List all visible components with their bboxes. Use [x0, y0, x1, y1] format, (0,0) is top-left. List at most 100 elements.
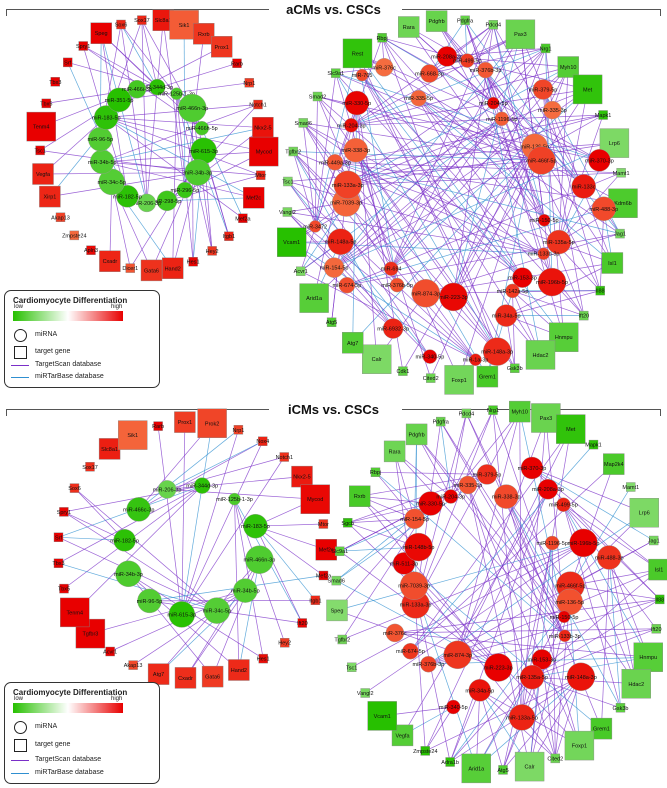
gene-label-met: Met: [566, 427, 576, 433]
gene-label-slc8a1: Slc8a1: [155, 18, 172, 24]
edge-mir-466c-3p-nrp1: [138, 429, 239, 510]
edge-mir-874-3p-met: [457, 428, 572, 655]
gene-label-nkx2-5: Nkx2-5: [293, 475, 310, 481]
mirna-node-mir-674-5p: [402, 643, 419, 660]
gene-node-tenm4: [26, 111, 56, 142]
gene-label-hdac2: Hdac2: [628, 682, 644, 688]
gene-label-arid1a: Arid1a: [306, 296, 323, 302]
gene-node-mapk1: [588, 439, 599, 450]
edge-mir-370-3p-slc9a1: [335, 72, 600, 161]
edge-mir-133a-3p-mapk1: [347, 114, 604, 186]
gene-node-notch1: [253, 99, 263, 110]
gene-label-rxrb: Rxrb: [198, 32, 210, 38]
gene-label-akap13: Akap13: [51, 215, 70, 221]
mirna-node-mir-153-3p: [531, 649, 553, 670]
mirna-label-mir-34b-3p: miR-34b-3p: [183, 171, 212, 177]
edge-mir-511-3p-foxp1: [403, 563, 580, 746]
mirna-label-mir-208a-3p: miR-208a-3p: [532, 487, 564, 493]
mirna-label-mir-488-3p: miR-488-3p: [589, 207, 618, 213]
edge-mir-668-3p-nrg1: [429, 48, 546, 74]
mirna-label-mir-488-3p: miR-488-3p: [595, 556, 624, 562]
mirna-label-mir-466n-3p: miR-466n-3p: [244, 558, 276, 564]
mirna-label-mir-125b-1-3p: miR-125b-1-3p: [158, 92, 195, 98]
mirna-node-mir-148a-3p: [483, 337, 512, 366]
edge-mir-154-5p-nrg1: [333, 48, 546, 268]
mirna-label-mir-34a-5p: miR-34a-5p: [465, 688, 494, 694]
mirna-label-mir-376b-5p: miR-376b-5p: [381, 283, 413, 289]
gene-node-rxrb: [193, 23, 215, 45]
edge-mir-133a-3p-nrg1: [415, 409, 494, 605]
mirna-node-mir-208a-3p: [537, 479, 559, 500]
edge-mir-466n-3p-hes1: [191, 108, 194, 262]
nodes: Pax3Nrg1Myh10MetMapk1Lrp6Mamt1Kdm6bJag1I…: [277, 10, 638, 395]
gene-label-vegfa: Vegfa: [395, 733, 410, 739]
edge-mir-338-3p-gsk3b: [355, 149, 516, 369]
mirna-label-mir-206-3p: miR-206-3p: [153, 487, 182, 493]
gene-node-rbpj: [377, 33, 387, 43]
mirna-label-mir-204-3p: miR-204-3p: [436, 495, 465, 501]
gene-label-prox1: Prox1: [178, 420, 192, 426]
edge-mir-694-met: [390, 89, 588, 269]
legend-mirtarbase-label: miRTarBase database: [35, 769, 104, 776]
mirna-node-mir-3472: [309, 220, 322, 233]
gene-label-cxadr: Cxadr: [178, 676, 193, 682]
gene-label-mamt1: Mamt1: [613, 171, 630, 177]
mirna-node-mir-133b-3p: [558, 629, 571, 642]
edge-mir-133b-3p-pdgfra: [440, 421, 566, 636]
mirna-node-mir-340-5p: [446, 699, 461, 715]
edge-mir-370-3p-lrp6: [531, 467, 645, 514]
gene-node-sox6: [116, 19, 126, 30]
mirna-label-mir-615-3p: miR-615-3p: [167, 612, 196, 618]
edge-mir-1a-3p-vangl2: [287, 211, 476, 360]
mirna-label-mir-125b-1-3p: miR-125b-1-3p: [216, 497, 253, 503]
gene-label-hes1: Hes1: [187, 260, 200, 266]
edge-mir-379-5p-ift20: [542, 89, 585, 316]
edge-mir-34b-3p-tsc1: [40, 150, 198, 173]
edge-mir-466f-5p-isl1: [570, 569, 660, 586]
edge-mir-1a-3p-acvr1: [300, 270, 476, 361]
edge-mir-204-3p-nrg1: [351, 48, 546, 126]
gene-label-map2k4: Map2k4: [604, 462, 624, 468]
mirna-node-mir-488-3p: [591, 196, 616, 222]
mirna-node-mir-488-3p: [597, 545, 622, 570]
gene-node-rarb: [232, 58, 242, 68]
gene-label-atg7: Atg7: [347, 341, 358, 347]
gene-node-hes1: [188, 257, 198, 267]
gene-label-sox17: Sox17: [82, 465, 98, 471]
mirna-label-mir-148b-5p: miR-148b-5p: [403, 545, 435, 551]
gene-node-myh10: [557, 56, 579, 78]
edge-mir-466f-5p-tsc1: [287, 160, 542, 182]
mirna-node-mir-335-3p: [458, 475, 478, 495]
gene-node-notch1: [279, 452, 289, 462]
gene-label-rxrb: Rxrb: [354, 494, 366, 500]
gene-node-smad6: [331, 575, 341, 586]
edge-mir-449a-3p-kdm6b: [334, 161, 624, 204]
edge-mir-674-5p-map2k4: [410, 463, 615, 652]
edge-mir-694-pdcd4: [390, 24, 494, 269]
edge-mir-183-5p-mef2a: [255, 525, 324, 576]
mirna-label-mir-298-5p: miR-298-5p: [153, 199, 182, 205]
gene-label-slc8a1: Slc8a1: [101, 447, 118, 453]
gene-label-xirp1: Xirp1: [43, 195, 56, 201]
gene-node-nrp1: [244, 78, 255, 88]
gene-label-srf: Srf: [55, 535, 63, 541]
gene-label-hey2: Hey2: [278, 641, 291, 647]
mirna-circle-icon: [14, 721, 27, 734]
target-gene-square-icon: [14, 346, 27, 359]
gene-label-hnmpu: Hnmpu: [639, 655, 657, 661]
mirna-label-mir-466f-5p: miR-466f-5p: [526, 158, 556, 164]
mirna-label-mir-133a-3p: miR-133a-3p: [332, 183, 364, 189]
edge-mir-34a-5p-adra1b: [449, 690, 481, 763]
mirna-node-mir-466f-5p: [527, 146, 556, 175]
gene-label-isl1: Isl1: [655, 568, 664, 574]
gene-label-tenm4: Tenm4: [67, 610, 84, 616]
gene-label-acvr1: Acvr1: [103, 650, 117, 656]
mirna-label-mir-7039-3p: miR-7039-3p: [398, 584, 430, 590]
gene-node-mtor: [256, 170, 266, 180]
gene-label-tgfbr3: Tgfbr3: [82, 632, 98, 638]
gene-label-mef2c: Mef2c: [246, 196, 261, 202]
edge-mir-338-3p-foxp1: [355, 150, 460, 381]
gene-node-gata6: [140, 259, 163, 282]
edge-mir-466n-3p-gata6: [212, 559, 260, 677]
edge-mir-6932-3p-tsc1: [287, 181, 394, 329]
